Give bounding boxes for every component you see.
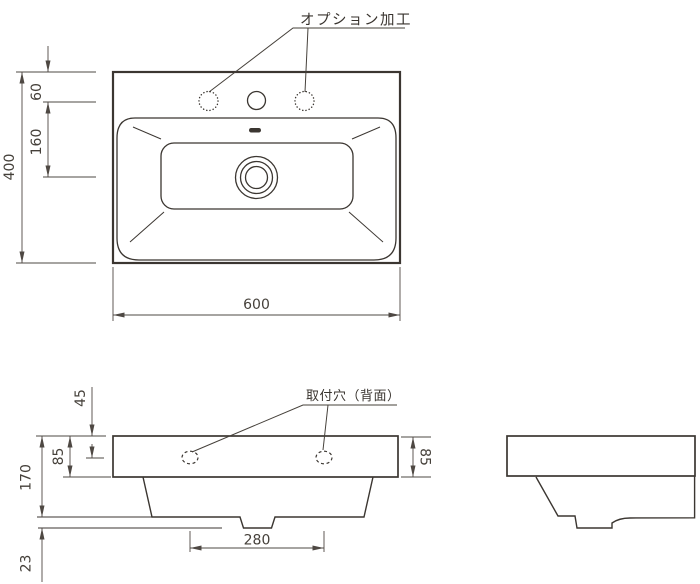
dim-overall-height-170: 170 [19, 436, 45, 517]
basin-floor-outline [160, 142, 354, 210]
corner-slope-line-top-right [351, 126, 381, 140]
top-view: オプション加工 400 60 160 600 [2, 12, 412, 321]
dim-value-85-right: 85 [417, 448, 433, 466]
front-body-outline [142, 476, 374, 529]
option-holes-label: オプション加工 [300, 12, 412, 29]
option-leader-left [208, 27, 405, 93]
option-holes-callout: オプション加工 [208, 12, 412, 93]
top-view-outline [111, 70, 402, 265]
option-leader-right [304, 27, 309, 93]
overflow-slot [249, 128, 261, 133]
dim-value-45: 45 [73, 389, 89, 407]
dim-depth-400: 400 [2, 71, 96, 264]
dim-hole-from-top-45: 45 [73, 387, 104, 459]
option-hole-right [294, 90, 315, 112]
drain-outer-circle [234, 155, 279, 200]
drain-inner-circle [244, 165, 269, 190]
option-hole-left [198, 90, 219, 112]
corner-slope-line-bottom-right [348, 211, 384, 243]
dim-value-85-left: 85 [51, 448, 67, 466]
mounting-holes-callout: 取付穴（背面） [191, 389, 401, 453]
side-rim-outline [506, 435, 696, 477]
front-view: 取付穴（背面） 45 85 170 23 [19, 387, 433, 582]
dim-hole-60-drain-160: 60 160 [29, 46, 96, 178]
dim-apron-85-right: 85 [401, 436, 433, 478]
corner-slope-line-bottom-left [129, 211, 165, 243]
basin-outline [116, 117, 397, 261]
dim-value-170: 170 [19, 464, 35, 491]
dim-value-60: 60 [29, 83, 45, 101]
front-rim-outline [112, 435, 399, 478]
dim-value-160: 160 [29, 129, 45, 156]
dim-value-23: 23 [19, 555, 35, 573]
mount-leader-left [191, 404, 397, 453]
dim-width-600: 600 [112, 267, 401, 321]
mounting-hole-left [181, 450, 199, 465]
dim-value-400: 400 [2, 154, 18, 181]
dim-value-280: 280 [244, 533, 271, 549]
dim-hole-pitch-280: 280 [189, 531, 325, 552]
side-body-outline [535, 476, 696, 529]
dim-value-600: 600 [243, 297, 270, 313]
dim-apron-85-left: 85 [36, 435, 111, 478]
dim-drain-projection-23: 23 [19, 528, 45, 582]
drain-middle-circle [239, 160, 274, 195]
mounting-holes-label: 取付穴（背面） [306, 389, 401, 404]
faucet-hole [246, 90, 267, 111]
mount-leader-right [322, 404, 329, 451]
mounting-hole-right [315, 450, 333, 465]
side-view [506, 435, 696, 529]
corner-slope-line-top-left [132, 126, 162, 140]
